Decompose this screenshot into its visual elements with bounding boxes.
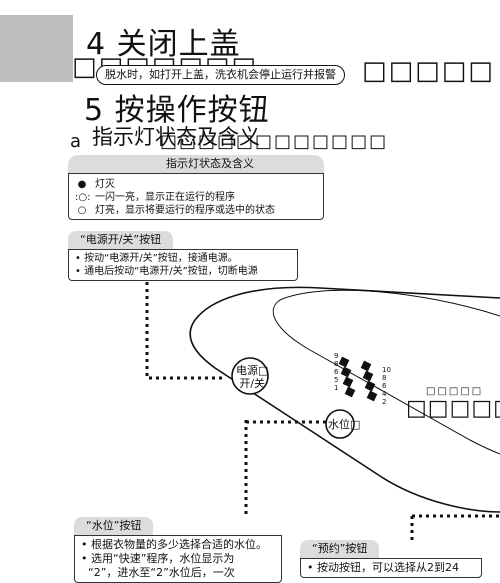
power-button-box-body: • 按动“电源开/关”按钮，接通电源。 • 通电后按动“电源开/关”按钮，切断电… bbox=[68, 249, 298, 281]
power-line-2: • 通电后按动“电源开/关”按钮，切断电源 bbox=[75, 266, 258, 277]
section-4-heading: 4 关闭上盖 bbox=[86, 27, 241, 62]
section-5-heading: 5 按操作按钮 bbox=[84, 93, 270, 128]
sub-section-glyphs: □□□□□□□□□□□□ bbox=[160, 131, 389, 152]
indicator-row-off: ● 灯灭 bbox=[75, 178, 317, 191]
indicator-row-blink: :○: 一闪一亮，显示正在运行的程序 bbox=[75, 191, 317, 204]
panel-program-labels: □□□□□ bbox=[406, 396, 500, 421]
scale-right-numbers: 10 8 6 4 2 bbox=[382, 366, 391, 406]
water-level-box: “水位”按钮 • 根据衣物量的多少选择合适的水位。 • 选用“快速”程序，水位显… bbox=[74, 514, 282, 583]
indicator-legend-title: 指示灯状态及含义 bbox=[68, 155, 324, 173]
water-line-3: “2”，进水至“2”水位后，一次 bbox=[88, 566, 235, 579]
control-panel-illustration bbox=[145, 282, 500, 540]
led-blink-icon: :○: bbox=[75, 192, 91, 203]
reservation-box-title: “预约”按钮 bbox=[300, 540, 380, 558]
reservation-box-body: • 按动按钮，可以选择从2到24 bbox=[300, 558, 482, 578]
indicator-row-text: 灯灭 bbox=[95, 179, 115, 190]
water-level-scale bbox=[338, 356, 378, 402]
section-tab-block bbox=[0, 15, 73, 82]
led-on-icon: ○ bbox=[77, 205, 87, 216]
reservation-box: “预约”按钮 • 按动按钮，可以选择从2到24 bbox=[300, 537, 482, 578]
water-level-button-label: 水位□ bbox=[328, 418, 361, 431]
indicator-row-text: 灯亮，显示将要运行的程序或选中的状态 bbox=[95, 205, 275, 216]
sub-section-heading: 指示灯状态及含义 bbox=[92, 125, 260, 149]
power-button-box: “电源开/关”按钮 • 按动“电源开/关”按钮，接通电源。 • 通电后按动“电源… bbox=[68, 228, 298, 281]
power-button-box-title: “电源开/关”按钮 bbox=[68, 231, 174, 249]
indicator-legend-box: 指示灯状态及含义 ● 灯灭 :○: 一闪一亮，显示正在运行的程序 ○ 灯亮，显示… bbox=[68, 155, 324, 220]
water-level-box-body: • 根据衣物量的多少选择合适的水位。 • 选用“快速”程序，水位显示为 “2”，… bbox=[74, 535, 282, 583]
water-line-2: • 选用“快速”程序，水位显示为 bbox=[81, 552, 235, 565]
panel-small-labels: □□□□□ bbox=[426, 386, 484, 397]
lid-warning-note: 脱水时，如打开上盖，洗衣机会停止运行并报警 bbox=[96, 65, 345, 85]
note-glyphs: □□□□□ bbox=[362, 56, 495, 86]
water-line-1: • 根据衣物量的多少选择合适的水位。 bbox=[81, 538, 267, 551]
water-level-button[interactable] bbox=[325, 409, 355, 439]
scale-left-numbers: 9 8 6 5 1 bbox=[334, 352, 339, 392]
water-level-box-title: “水位”按钮 bbox=[74, 517, 154, 535]
power-button-label: 电源□ 开/关 bbox=[236, 364, 269, 390]
indicator-row-text: 一闪一亮，显示正在运行的程序 bbox=[95, 192, 235, 203]
power-button[interactable] bbox=[231, 357, 269, 395]
indicator-row-on: ○ 灯亮，显示将要运行的程序或选中的状态 bbox=[75, 204, 317, 217]
sub-section-letter: a bbox=[70, 131, 82, 152]
power-line-1: • 按动“电源开/关”按钮，接通电源。 bbox=[75, 253, 238, 264]
indicator-legend-body: ● 灯灭 :○: 一闪一亮，显示正在运行的程序 ○ 灯亮，显示将要运行的程序或选… bbox=[68, 173, 324, 220]
reserve-line-1: • 按动按钮，可以选择从2到24 bbox=[307, 561, 459, 574]
led-off-icon: ● bbox=[77, 179, 87, 190]
